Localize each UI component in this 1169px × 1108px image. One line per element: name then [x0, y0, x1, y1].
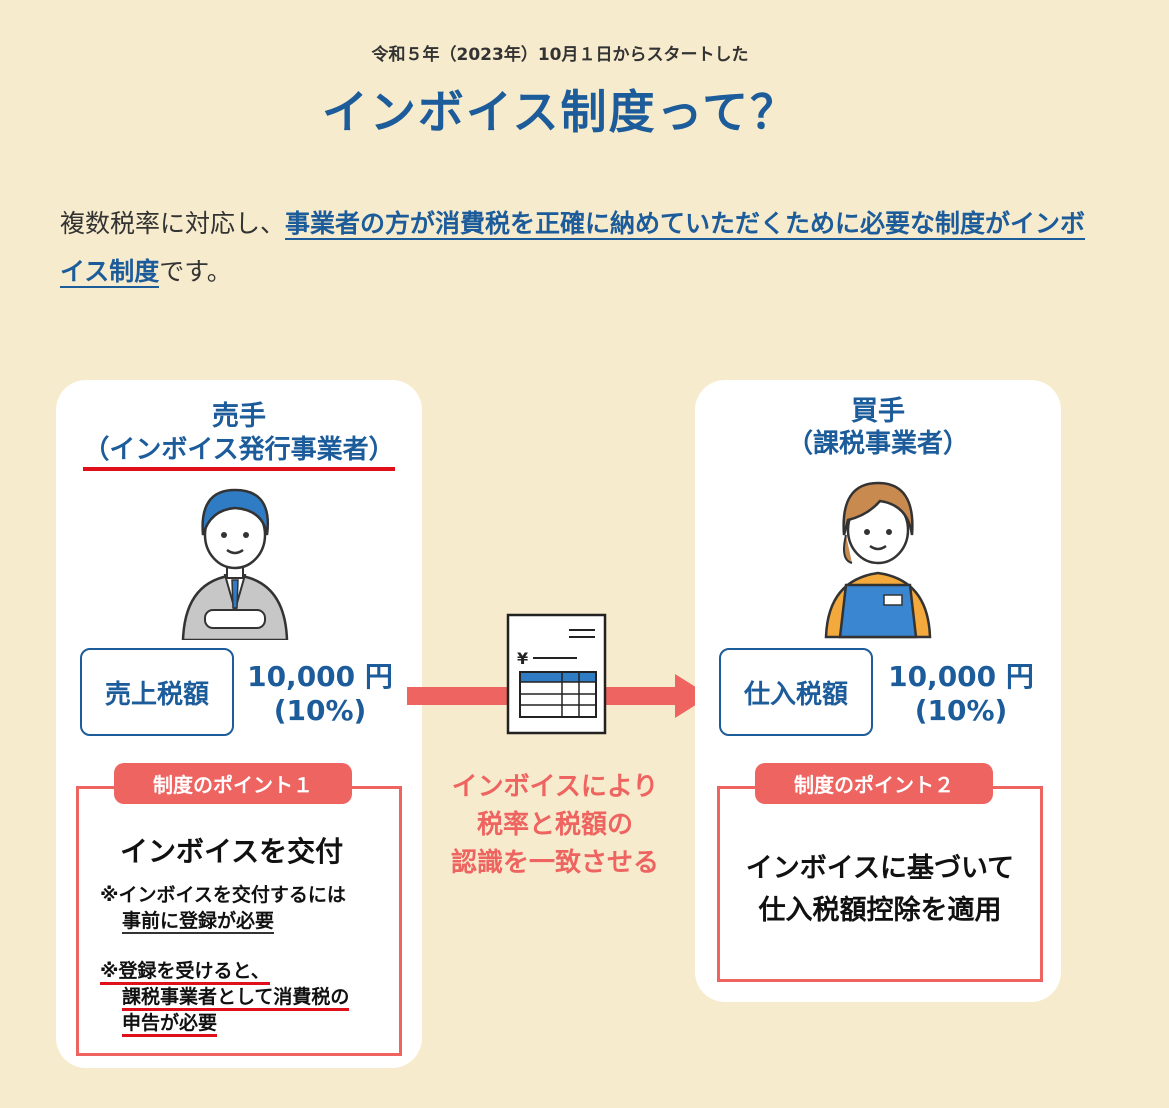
middle-caption: インボイスにより 税率と税額の 認識を一致させる: [430, 768, 680, 882]
intro-highlight: 事業者の方が消費税を正確に納めていただくために必要な制度がインボイス制度: [60, 209, 1086, 288]
buyer-amount: 10,000 円(10%): [886, 660, 1036, 728]
sales-tax-label: 売上税額: [80, 648, 234, 736]
point1-box: [76, 786, 402, 1056]
buyer-role-title: 買手: [851, 396, 905, 427]
point1-note2: ※登録を受けると、 課税事業者として消費税の 申告が必要: [100, 958, 390, 1037]
intro-suffix: です。: [159, 257, 232, 286]
seller-role-title: 売手: [212, 401, 266, 432]
flow-arrow-icon: ¥: [407, 613, 710, 735]
seller-amount: 10,000 円(10%): [245, 660, 395, 728]
note1-line2: 事前に登録が必要: [122, 910, 275, 934]
point1-tag: 制度のポイント１: [114, 763, 352, 804]
point1-title: インボイスを交付: [120, 835, 344, 868]
point2-title-line2: 仕入税額控除を適用: [758, 895, 1002, 926]
seller-amount-value: 10,000 円: [247, 660, 393, 693]
subtitle: 令和５年（2023年）10月１日からスタートした: [371, 45, 749, 65]
note2-line3: 申告が必要: [122, 1012, 218, 1037]
purchase-tax-label: 仕入税額: [719, 648, 873, 736]
page-title: インボイス制度って？: [321, 85, 799, 139]
intro-prefix: 複数税率に対応し、: [60, 209, 286, 238]
note1-line1: ※インボイスを交付するには: [100, 884, 346, 906]
middle-line3: 認識を一致させる: [450, 848, 659, 878]
point2-title-line1: インボイスに基づいて: [745, 853, 1015, 884]
note2-line1: ※登録を受けると、: [100, 960, 270, 985]
buyer-role-detail: （課税事業者）: [786, 429, 969, 459]
seller-rate: (10%): [273, 694, 367, 727]
buyer-role: 買手 （課税事業者）: [695, 395, 1061, 461]
intro-paragraph: 複数税率に対応し、事業者の方が消費税を正確に納めていただくために必要な制度がイン…: [60, 200, 1100, 296]
middle-line1: インボイスにより: [451, 772, 659, 802]
shop-clerk-icon: [820, 481, 936, 640]
point2-tag: 制度のポイント２: [755, 763, 993, 804]
buyer-rate: (10%): [914, 694, 1008, 727]
point1-note1: ※インボイスを交付するには 事前に登録が必要: [100, 882, 390, 934]
point2-title: インボイスに基づいて 仕入税額控除を適用: [717, 848, 1043, 932]
businessman-icon: [177, 488, 293, 640]
seller-role-detail: （インボイス発行事業者）: [83, 434, 395, 471]
middle-line2: 税率と税額の: [476, 810, 633, 840]
note2-line2: 課税事業者として消費税の: [122, 986, 350, 1011]
point2-box: [717, 786, 1043, 982]
buyer-amount-value: 10,000 円: [888, 660, 1034, 693]
yen-symbol: ¥: [517, 649, 528, 668]
seller-role: 売手 （インボイス発行事業者）: [56, 400, 422, 471]
